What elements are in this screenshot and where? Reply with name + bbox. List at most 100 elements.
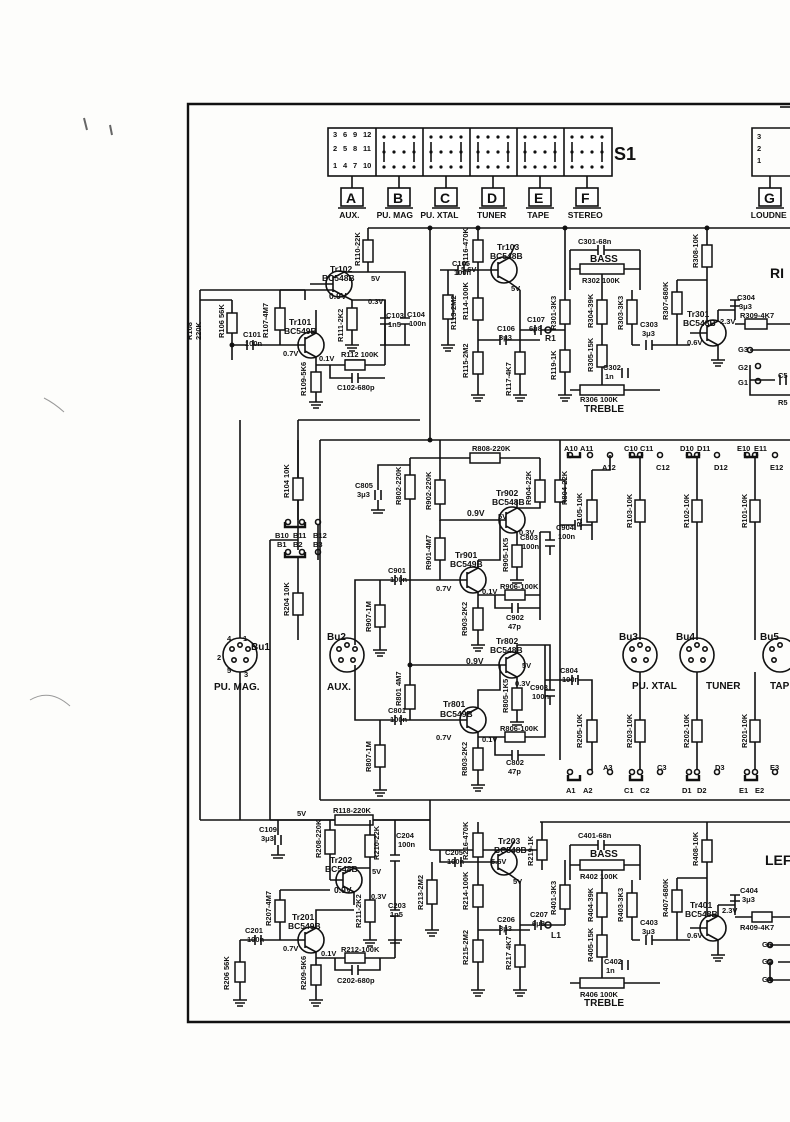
switch-contact xyxy=(439,135,443,139)
switch-position-letter: F xyxy=(581,190,590,206)
label-tr102: Tr102 xyxy=(330,264,352,274)
terminal-label: E1 xyxy=(739,786,748,795)
label-c106-value: 3μ3 xyxy=(499,333,512,342)
label-c104: C104 xyxy=(407,310,426,319)
label-c404-value: 3μ3 xyxy=(742,895,755,904)
terminal-bracket-b1 xyxy=(283,552,307,559)
label-r407: R407-680K xyxy=(661,878,670,917)
label-tr802-type: BC548B xyxy=(490,645,523,655)
voltage-label: 0.3V xyxy=(519,528,534,537)
resistor-r803 xyxy=(472,747,484,771)
capacitor-c106 xyxy=(478,335,540,345)
label-r116: R116-470K xyxy=(461,227,470,266)
voltage-label: 0.1V xyxy=(319,354,334,363)
label-c106: C106 xyxy=(497,324,515,333)
terminal-label: B12 xyxy=(313,531,327,540)
switch-name: S1 xyxy=(614,144,636,164)
label-r102: R102-10K xyxy=(682,493,691,528)
resistor-r117 xyxy=(514,351,526,375)
switch-contact xyxy=(449,135,453,139)
channel-label-left: LEF xyxy=(765,852,790,868)
voltage-label: 2.3V xyxy=(720,317,735,326)
resistor-r405 xyxy=(596,934,608,958)
terminal-label: C12 xyxy=(656,463,670,472)
resistor-r304 xyxy=(596,299,608,325)
label-r108: 220K xyxy=(194,321,203,340)
resistor-r106 xyxy=(226,312,238,334)
switch-contact xyxy=(382,135,386,139)
switch-contact xyxy=(496,165,500,169)
terminal xyxy=(685,768,693,776)
resistor-r403 xyxy=(626,892,638,918)
capacitor-c805 xyxy=(374,490,382,510)
voltage-label: 2.3V xyxy=(722,906,737,915)
resistor-r115 xyxy=(472,351,484,375)
label-r210: R210-22K xyxy=(372,825,381,860)
switch-contact xyxy=(600,165,604,169)
terminal-label: A3 xyxy=(603,763,613,772)
voltage-label: 5V xyxy=(513,877,522,886)
terminal-bracket-a1 xyxy=(566,775,582,782)
switch-contact xyxy=(439,165,443,169)
capacitor-c902 xyxy=(494,595,540,613)
switch-position-c: CPU. XTAL xyxy=(420,176,460,220)
label-r805: R805-1K5 xyxy=(501,679,510,713)
terminal-label: B11 xyxy=(293,531,306,540)
voltage-label: 0.9V xyxy=(467,508,485,518)
label-c904-value: 100n xyxy=(558,532,576,541)
terminal-label: E10 xyxy=(737,444,750,453)
label-r906: R906-100K xyxy=(500,582,539,591)
switch-position-letter: E xyxy=(534,190,543,206)
resistor-r219 xyxy=(536,839,548,861)
switch-pin-number: 3 xyxy=(333,130,337,139)
label-c304: C304 xyxy=(737,293,756,302)
voltage-label: 5V xyxy=(371,274,380,283)
label-r117: R117-4K7 xyxy=(504,362,513,396)
terminal-label: G4 xyxy=(762,975,773,984)
capacitor-c803 xyxy=(540,531,555,555)
capacitor-c205 xyxy=(439,850,478,867)
terminal xyxy=(656,451,664,459)
terminal-label: A10 xyxy=(564,444,578,453)
voltage-label: 0.9V xyxy=(466,656,484,666)
voltage-label: 0.1V xyxy=(482,587,497,596)
resistor-r206 xyxy=(234,961,246,983)
svg-text:1: 1 xyxy=(243,634,247,643)
label-tr202: Tr202 xyxy=(330,855,352,865)
label-r207: R207-4M7 xyxy=(264,891,273,926)
bu2-label: AUX. xyxy=(327,682,351,693)
resistor-r111 xyxy=(346,307,358,331)
svg-text:2: 2 xyxy=(217,653,221,662)
terminal xyxy=(628,768,636,776)
bu1-label: PU. MAG. xyxy=(214,682,260,693)
label-c801-value: 100n xyxy=(390,715,408,724)
switch-position-label: TUNER xyxy=(477,210,506,220)
switch-contact xyxy=(402,135,406,139)
svg-text:5: 5 xyxy=(227,666,231,675)
label-c107: C107 xyxy=(527,315,545,324)
label-c101-value: 100n xyxy=(245,339,263,348)
pot-bass-bottom xyxy=(579,859,625,871)
label-l1: L1 xyxy=(551,930,561,940)
voltage-label: 0.9V xyxy=(334,885,352,895)
label-tr102-type: BC548B xyxy=(322,273,355,283)
switch-contact xyxy=(459,135,463,139)
switch-pin-number: 4 xyxy=(343,161,348,170)
label-r203: R203-10K xyxy=(625,713,634,748)
capacitor-c204 xyxy=(390,854,400,880)
label-r208: R208-220K xyxy=(314,819,323,858)
svg-text:3: 3 xyxy=(757,132,761,141)
switch-position-label: AUX. xyxy=(339,210,359,220)
switch-contact xyxy=(543,150,547,154)
terminal xyxy=(751,768,759,776)
capacitor-c802 xyxy=(494,737,545,760)
label-r404: R404-39K xyxy=(586,887,595,922)
label-c303: C303 xyxy=(640,320,658,329)
label-c302: C302 xyxy=(603,363,621,372)
resistor-r110 xyxy=(362,239,374,263)
capacitor-c107 xyxy=(520,325,565,335)
resistor-r109 xyxy=(310,371,322,393)
label-c103-value: 1n5 xyxy=(388,320,401,329)
capacitor-c402 xyxy=(621,960,629,970)
